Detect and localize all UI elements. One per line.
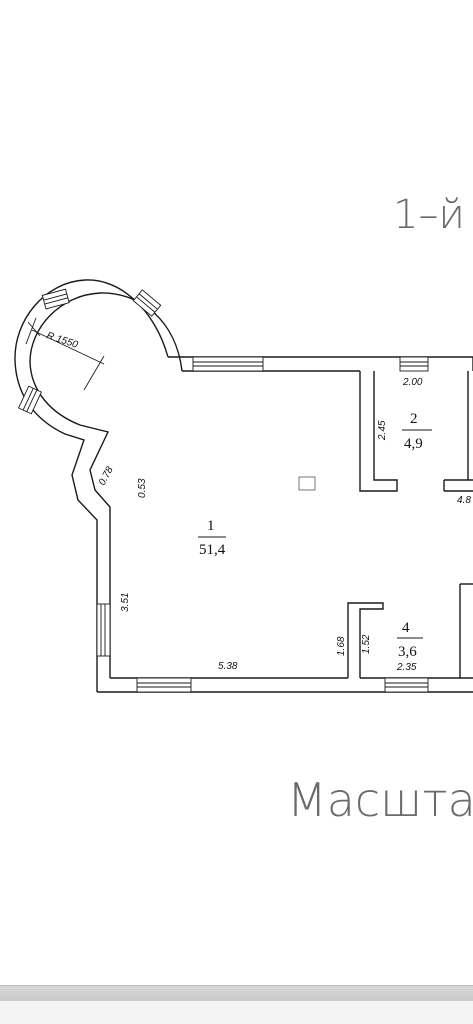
room-4-walls (347, 583, 473, 678)
window-bottom-right (384, 677, 429, 693)
room-2-area: 4,9 (404, 436, 423, 452)
column-marker (298, 476, 316, 491)
dim-053: 0.53 (137, 478, 148, 498)
room-2-label: 2 4,9 (402, 411, 432, 452)
room-1-area: 51,4 (199, 542, 226, 558)
dim-152: 1.52 (361, 634, 372, 654)
window-bottom-left (136, 677, 192, 693)
dim-235: 2.35 (396, 662, 417, 673)
windows (17, 288, 429, 693)
dim-48: 4.8 (457, 495, 471, 506)
window-top-right (399, 356, 429, 372)
radius-marker: R 1550 (25, 317, 105, 391)
dimension-labels: 0.78 0.53 3.51 5.38 1.68 1.52 2.35 2.00 … (97, 377, 471, 673)
floor-title: 1–й (393, 192, 465, 238)
right-walls (467, 357, 473, 480)
dim-200: 2.00 (402, 377, 423, 388)
dim-351: 3.51 (120, 593, 131, 612)
window-bay-left (17, 385, 43, 415)
scale-label: Масштаб (287, 773, 473, 827)
window-bay-top (41, 288, 70, 310)
dim-245: 2.45 (377, 420, 388, 441)
radius-label: R 1550 (45, 330, 79, 351)
bottom-area (0, 1001, 473, 1024)
window-bay-right (132, 289, 162, 317)
room-1-label: 1 51,4 (198, 518, 226, 558)
window-top-left (192, 356, 264, 372)
room-4-area: 3,6 (398, 644, 417, 660)
room-2-number: 2 (410, 411, 418, 427)
dim-538: 5.38 (218, 661, 238, 672)
dim-168: 1.68 (336, 636, 347, 656)
dim-078: 0.78 (97, 465, 116, 488)
room-4-label: 4 3,6 (397, 620, 423, 660)
outer-walls (97, 356, 473, 693)
window-left-side (96, 603, 111, 657)
room-4-number: 4 (402, 620, 410, 636)
room-1-number: 1 (207, 518, 215, 534)
bottom-scroll-bar[interactable] (0, 985, 473, 1002)
